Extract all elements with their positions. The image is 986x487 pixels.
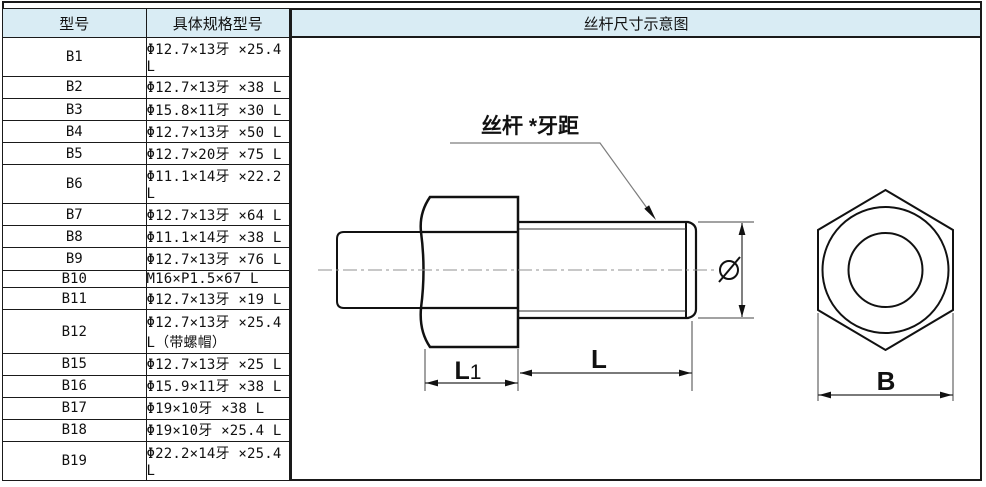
spec-cell: Φ11.1×14牙 ×22.2 L <box>145 164 290 205</box>
table-row: B9 Φ12.7×13牙 ×76 L <box>2 247 290 271</box>
side-view <box>318 195 717 349</box>
table-row: B6 Φ11.1×14牙 ×22.2 L <box>2 164 290 205</box>
leader-line <box>450 142 653 216</box>
table-row: B17 Φ19×10牙 ×38 L <box>2 396 290 420</box>
thread-leader: 丝杆 *牙距 <box>450 114 656 220</box>
table-row: B16 Φ15.9×11牙 ×38 L <box>2 374 290 398</box>
model-cell: B7 <box>2 203 147 227</box>
l1-label: L1 <box>455 357 482 385</box>
spec-cell: Φ22.2×14牙 ×25.4 L <box>145 440 290 482</box>
spec-table-body: B1 Φ12.7×13牙 ×25.4 L B2 Φ12.7×13牙 ×38 L … <box>2 37 290 482</box>
l1-label-sub: 1 <box>470 361 482 384</box>
diameter-symbol-icon <box>719 260 739 280</box>
spec-cell: Φ12.7×13牙 ×25.4 L（带螺帽） <box>145 309 290 354</box>
model-cell: B5 <box>2 142 147 166</box>
model-cell: B17 <box>2 396 147 420</box>
spec-cell: Φ15.9×11牙 ×38 L <box>145 374 290 398</box>
outer-left-border <box>2 1 4 9</box>
table-row: B4 Φ12.7×13牙 ×50 L <box>2 120 290 144</box>
model-cell: B15 <box>2 352 147 376</box>
table-row: B19 Φ22.2×14牙 ×25.4 L <box>2 440 290 482</box>
spec-cell: M16×P1.5×67 L <box>145 269 290 289</box>
spec-table: 型号 具体规格型号 B1 Φ12.7×13牙 ×25.4 L B2 Φ12.7×… <box>2 8 290 482</box>
hex-end-outline <box>817 188 954 352</box>
thread-label: 丝杆 *牙距 <box>481 114 579 138</box>
l1-arrow-right <box>505 379 517 387</box>
model-cell: B3 <box>2 98 147 122</box>
table-row: B5 Φ12.7×20牙 ×75 L <box>2 142 290 166</box>
l-arrow-right <box>679 369 691 377</box>
table-row: B12 Φ12.7×13牙 ×25.4 L（带螺帽） <box>2 309 290 354</box>
model-cell: B10 <box>2 269 147 289</box>
dia-arrow-up <box>738 223 746 235</box>
spec-cell: Φ19×10牙 ×25.4 L <box>145 418 290 442</box>
l1-label-main: L <box>455 357 470 385</box>
table-row: B2 Φ12.7×13牙 ×38 L <box>2 75 290 100</box>
table-row: B11 Φ12.7×13牙 ×19 L <box>2 287 290 311</box>
model-cell: B6 <box>2 164 147 205</box>
spec-cell: Φ12.7×13牙 ×76 L <box>145 247 290 271</box>
spec-cell: Φ12.7×13牙 ×19 L <box>145 287 290 311</box>
spec-cell: Φ11.1×14牙 ×38 L <box>145 225 290 249</box>
table-row: B15 Φ12.7×13牙 ×25 L <box>2 352 290 376</box>
end-view <box>817 188 954 352</box>
table-row: B7 Φ12.7×13牙 ×64 L <box>2 203 290 227</box>
model-cell: B9 <box>2 247 147 271</box>
hex-head-outline <box>419 195 520 349</box>
diagram-title: 丝杆尺寸示意图 <box>292 10 980 38</box>
model-cell: B18 <box>2 418 147 442</box>
table-row: B18 Φ19×10牙 ×25.4 L <box>2 418 290 442</box>
table-header-model: 型号 <box>2 8 147 38</box>
table-row: B1 Φ12.7×13牙 ×25.4 L <box>2 37 290 77</box>
leader-arrowhead <box>644 205 656 220</box>
table-row: B3 Φ15.8×11牙 ×30 L <box>2 98 290 122</box>
dim-b: B <box>817 313 954 401</box>
hex-chamfer-circle <box>821 206 950 334</box>
model-cell: B4 <box>2 120 147 144</box>
model-cell: B19 <box>2 440 147 482</box>
spec-cell: Φ12.7×13牙 ×38 L <box>145 75 290 100</box>
b-label: B <box>877 366 896 396</box>
outer-top-border <box>2 1 980 3</box>
table-header-row: 型号 具体规格型号 <box>2 8 290 38</box>
model-cell: B11 <box>2 287 147 311</box>
outer-right-border <box>980 1 982 9</box>
spec-cell: Φ12.7×13牙 ×25.4 L <box>145 37 290 77</box>
model-cell: B16 <box>2 374 147 398</box>
l-arrow-left <box>520 369 532 377</box>
spec-cell: Φ19×10牙 ×38 L <box>145 396 290 420</box>
model-cell: B8 <box>2 225 147 249</box>
table-header-spec: 具体规格型号 <box>145 8 290 38</box>
table-row: B10 M16×P1.5×67 L <box>2 269 290 289</box>
spec-cell: Φ15.8×11牙 ×30 L <box>145 98 290 122</box>
l1-arrow-left <box>426 379 438 387</box>
b-arrow-right <box>940 391 952 399</box>
dim-l: L <box>520 321 693 391</box>
dim-diameter <box>698 221 754 319</box>
model-cell: B12 <box>2 309 147 354</box>
shaft-hole-circle <box>847 232 924 308</box>
spec-cell: Φ12.7×13牙 ×50 L <box>145 120 290 144</box>
screw-diagram-svg: 丝杆 *牙距 L1 L <box>318 114 954 401</box>
l-label: L <box>591 344 607 374</box>
b-arrow-left <box>819 391 831 399</box>
model-cell: B1 <box>2 37 147 77</box>
spec-cell: Φ12.7×13牙 ×25 L <box>145 352 290 376</box>
diameter-symbol-slash <box>718 256 741 283</box>
table-row: B8 Φ11.1×14牙 ×38 L <box>2 225 290 249</box>
model-cell: B2 <box>2 75 147 100</box>
spec-cell: Φ12.7×20牙 ×75 L <box>145 142 290 166</box>
dia-arrow-down <box>738 305 746 317</box>
dim-l1: L1 <box>424 349 519 391</box>
spec-cell: Φ12.7×13牙 ×64 L <box>145 203 290 227</box>
